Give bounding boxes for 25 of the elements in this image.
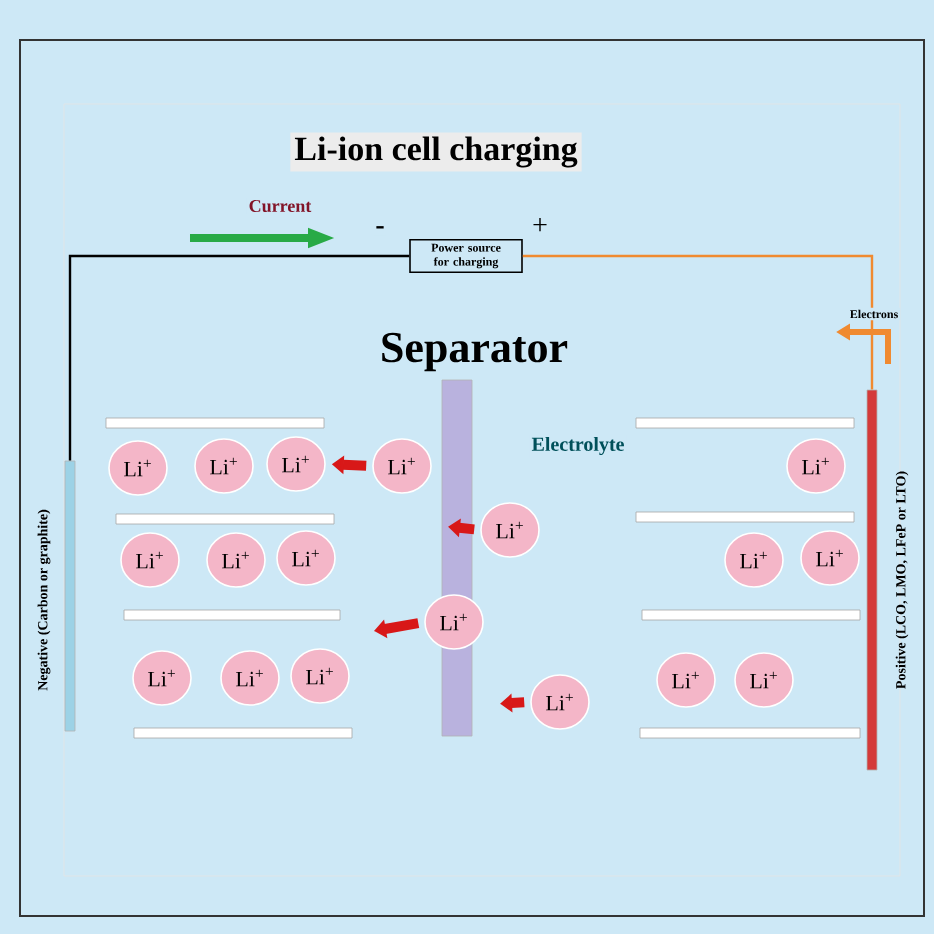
lithium-ion: Li$^{+}$ — [132, 650, 192, 706]
lithium-ion: Li$^{+}$ — [276, 530, 336, 586]
lithium-ion: Li$^{+}$ — [290, 648, 350, 704]
lithium-ion: Li$^{+}$ — [734, 652, 794, 708]
separator-label: Separator — [377, 330, 571, 374]
lithium-ion: Li$^{+}$ — [480, 502, 540, 558]
lithium-ion: Li$^{+}$ — [194, 438, 254, 494]
lithium-ion: Li$^{+}$ — [530, 674, 590, 730]
wire — [522, 254, 874, 390]
polarity-sign: - — [373, 224, 387, 236]
lithium-ion: Li$^{+}$ — [786, 438, 846, 494]
lithium-ion: Li$^{+}$ — [108, 440, 168, 496]
lithium-ion: Li$^{+}$ — [120, 532, 180, 588]
lithium-ion: Li$^{+}$ — [656, 652, 716, 708]
title: Li-ion cell charging — [290, 132, 582, 172]
lithium-ion: Li$^{+}$ — [220, 650, 280, 706]
lithium-ion: Li$^{+}$ — [266, 436, 326, 492]
lithium-ion: Li$^{+}$ — [372, 438, 432, 494]
lithium-ion: Li$^{+}$ — [424, 594, 484, 650]
lithium-ion: Li$^{+}$ — [724, 532, 784, 588]
arrow — [374, 618, 420, 639]
lithium-ion: Li$^{+}$ — [800, 530, 860, 586]
wire — [68, 254, 410, 461]
polarity-sign: + — [530, 216, 550, 236]
lithium-ion: Li$^{+}$ — [206, 532, 266, 588]
